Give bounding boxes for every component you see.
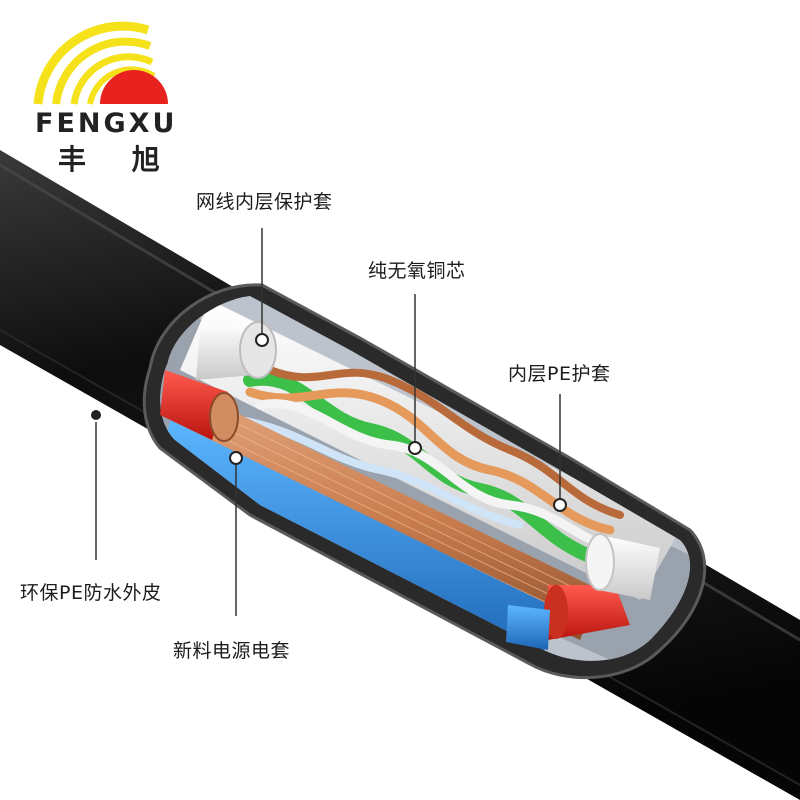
copper-strands [200,400,600,640]
blue-wire [160,420,560,660]
logo-arc-3 [70,53,154,105]
label-pe-inner-sheath: 内层PE护套 [508,363,611,385]
red-wire-left-end [160,370,239,442]
logo-arc-1 [33,21,150,105]
label-outer-skin: 环保PE防水外皮 [20,582,162,604]
brand-logo [33,21,168,105]
dot-pe-inner [553,498,567,512]
logo-arc-2 [52,37,152,105]
dot-inner-jacket [255,333,269,347]
brand-name-en: FENGXU [35,108,178,139]
leader-lines [95,228,561,616]
red-wire-right-end [544,585,630,640]
twisted-pair-white [255,399,625,553]
twisted-pair-blue-white [236,416,524,529]
brand-name-cn: 丰 旭 [58,143,178,176]
leader-dots [89,333,567,512]
dot-copper [408,441,422,455]
label-power-sheath: 新料电源电套 [173,640,291,662]
dot-outer-skin [89,408,103,422]
logo-arc-4 [87,66,156,105]
white-jacket-right-end [585,533,660,600]
label-copper-core: 纯无氧铜芯 [368,260,466,282]
dot-power-sheath [229,451,243,465]
logo-sun [100,70,168,104]
label-inner-jacket: 网线内层保护套 [196,191,333,213]
twisted-pair-brown [266,366,624,519]
white-jacket-left-end [196,321,277,380]
twisted-pair-orange [245,387,615,535]
blue-wire-right-end [506,605,550,650]
